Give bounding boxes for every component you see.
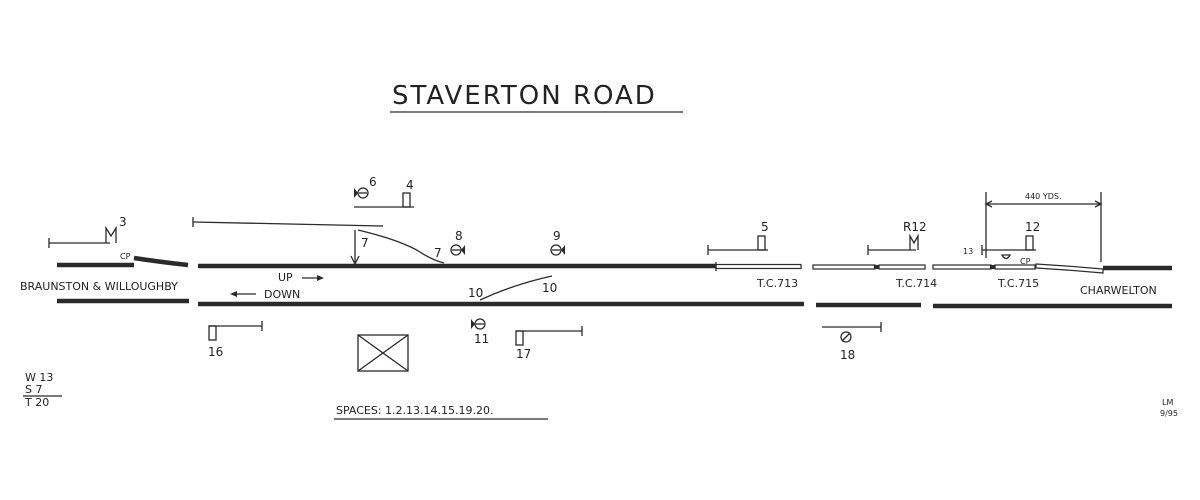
points-7-label-a: 7 — [361, 236, 369, 250]
points-10-label-a: 10 — [468, 286, 483, 300]
signal-17 — [515, 326, 583, 346]
author-date: 9/95 — [1160, 409, 1178, 418]
signal-16-label: 16 — [208, 345, 223, 359]
signal-18-disc-icon — [822, 322, 882, 343]
track-circuit-713 — [715, 263, 802, 270]
signal-8-label: 8 — [455, 229, 463, 243]
distance-marker — [984, 192, 1103, 262]
points-7-label-b: 7 — [434, 246, 442, 260]
signal-17-label: 17 — [516, 347, 531, 361]
signal-4 — [354, 192, 414, 208]
signal-r12-label: R12 — [903, 220, 927, 234]
signal-5 — [707, 235, 768, 255]
signal-9-disc-icon — [550, 244, 565, 256]
up-line — [57, 255, 1172, 271]
signal-13-label: 13 — [963, 247, 973, 256]
direction-up-label: UP — [278, 271, 293, 284]
signal-16 — [208, 321, 263, 341]
down-line — [57, 298, 1172, 309]
direction-down-label: DOWN — [264, 288, 300, 301]
signal-6-label: 6 — [369, 175, 377, 189]
lever-summary-working: W 13 — [25, 371, 53, 384]
signal-r12 — [867, 233, 919, 255]
catch-point-left-label: CP — [120, 252, 131, 261]
lever-summary-total: T 20 — [24, 396, 49, 409]
signal-13-icon — [1000, 254, 1012, 260]
signal-18-label: 18 — [840, 348, 855, 362]
distance-label: 440 YDS. — [1025, 192, 1061, 201]
signal-8-disc-icon — [450, 244, 465, 256]
tc-714-label: T.C.714 — [895, 277, 937, 290]
lever-summary: W 13 S 7 T 20 — [23, 371, 62, 409]
tc-713-label: T.C.713 — [756, 277, 798, 290]
signal-11-label: 11 — [474, 332, 489, 346]
track-circuit-715 — [932, 263, 1104, 274]
arrow-left-icon — [230, 291, 256, 297]
station-right: CHARWELTON — [1080, 284, 1157, 297]
signal-3 — [48, 225, 117, 248]
signal-4-label: 4 — [406, 178, 414, 192]
diagram-title: STAVERTON ROAD — [392, 81, 657, 111]
signal-box-icon — [357, 334, 409, 372]
author-initials: LM — [1162, 398, 1173, 407]
lever-summary-spare: S 7 — [25, 383, 42, 396]
spaces-note: SPACES: 1.2.13.14.15.19.20. — [336, 404, 494, 417]
signal-12-label: 12 — [1025, 220, 1040, 234]
arrow-right-icon — [302, 275, 324, 281]
signal-3-label: 3 — [119, 215, 127, 229]
signal-6-disc-icon — [354, 187, 369, 199]
tc-715-label: T.C.715 — [997, 277, 1039, 290]
signal-5-label: 5 — [761, 220, 769, 234]
signal-11-disc-icon — [471, 318, 486, 330]
catch-point-right-label: CP — [1020, 257, 1031, 266]
station-left: BRAUNSTON & WILLOUGHBY — [20, 280, 178, 293]
track-circuit-714 — [812, 264, 926, 270]
points-7-curve — [357, 229, 445, 264]
signal-12 — [981, 235, 1036, 255]
points-10-crossover — [479, 275, 553, 301]
signal-9-label: 9 — [553, 229, 561, 243]
siding-line — [192, 217, 384, 227]
points-10-label-b: 10 — [542, 281, 557, 295]
